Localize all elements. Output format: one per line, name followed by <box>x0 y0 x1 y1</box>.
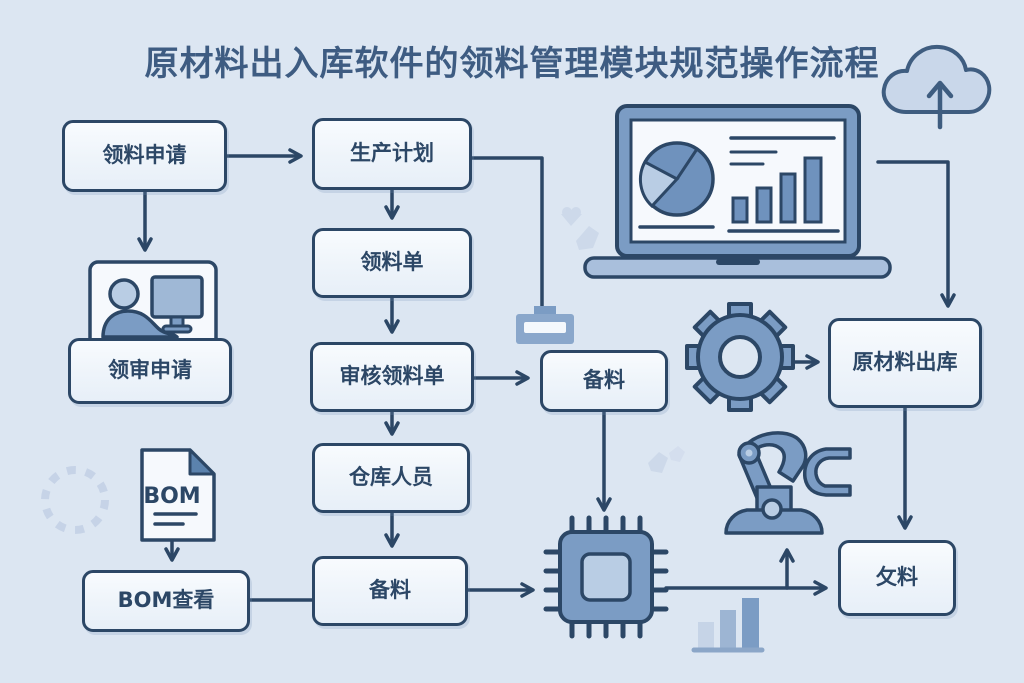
gear-icon <box>685 302 795 412</box>
node-raw-material-outbound: 原材料出库 <box>828 318 982 408</box>
pie-chart-glyph <box>638 141 715 217</box>
node-review-requisition-form: 审核领料单 <box>310 342 474 412</box>
laptop-dashboard-icon <box>583 104 892 279</box>
bom-document-label: BOM <box>143 484 200 509</box>
node-prepare-material-upper: 备料 <box>540 350 668 412</box>
node-warehouse-staff: 仓库人员 <box>312 443 470 513</box>
operator-workstation-icon <box>88 260 218 348</box>
chip-icon <box>543 515 669 639</box>
diagram-title: 原材料出入库软件的领料管理模块规范操作流程 <box>144 44 880 84</box>
bom-document-icon: BOM <box>140 448 216 542</box>
node-issue-material: 攵料 <box>838 540 956 616</box>
node-prepare-material-lower: 备料 <box>312 556 468 626</box>
node-material-request: 领料申请 <box>62 120 227 192</box>
dashed-circle-decoration <box>41 466 109 534</box>
cloud-upload-icon <box>881 44 992 130</box>
bar-chart-glyph <box>638 136 840 233</box>
node-bom-view: BOM查看 <box>82 570 250 632</box>
connector-icon <box>516 306 574 344</box>
node-requisition-form: 领料单 <box>312 228 472 298</box>
connectors <box>137 148 956 602</box>
sparkle-decoration <box>561 207 685 473</box>
robot-arm-icon <box>724 431 852 535</box>
node-requisition-approval: 领审申请 <box>68 338 232 404</box>
mini-bar-chart-icon <box>691 598 765 653</box>
node-production-plan: 生产计划 <box>312 118 472 190</box>
